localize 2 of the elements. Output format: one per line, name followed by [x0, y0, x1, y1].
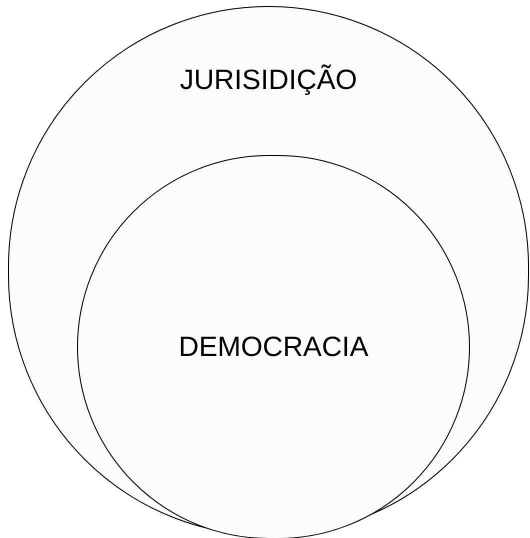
circle-label: JURISIDIÇÃO	[178, 63, 358, 97]
circle-label: DEMOCRACIA	[178, 330, 370, 364]
